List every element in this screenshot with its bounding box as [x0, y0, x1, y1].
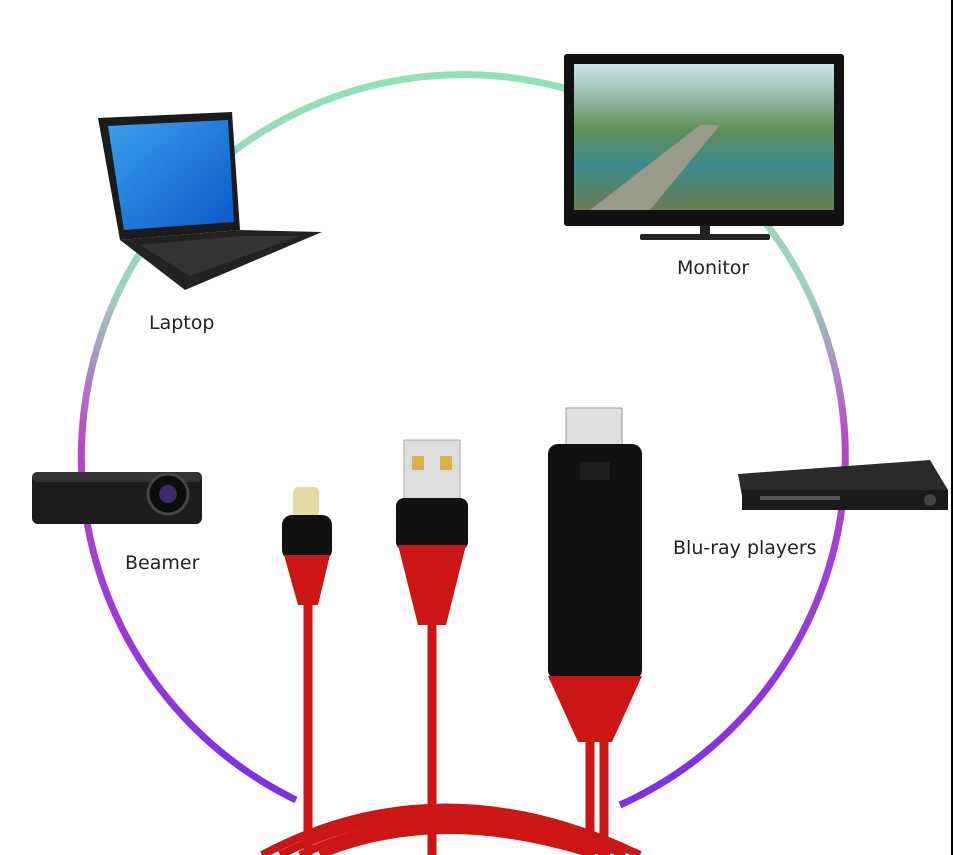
hdmi-cable: [260, 600, 642, 855]
hdmi-connector: [548, 407, 642, 742]
bluray-player-icon: [738, 460, 948, 510]
connection-ring: [77, 71, 849, 809]
monitor-label: Monitor: [677, 257, 750, 279]
monitor-icon: [564, 54, 844, 240]
laptop-label: Laptop: [149, 312, 215, 334]
bluray-label: Blu-ray players: [673, 537, 817, 559]
lightning-connector: [282, 487, 332, 605]
right-border: [951, 0, 953, 855]
beamer-icon: [32, 472, 202, 524]
usb-connector: [396, 439, 468, 625]
laptop-icon: [98, 112, 322, 290]
beamer-label: Beamer: [125, 552, 200, 574]
